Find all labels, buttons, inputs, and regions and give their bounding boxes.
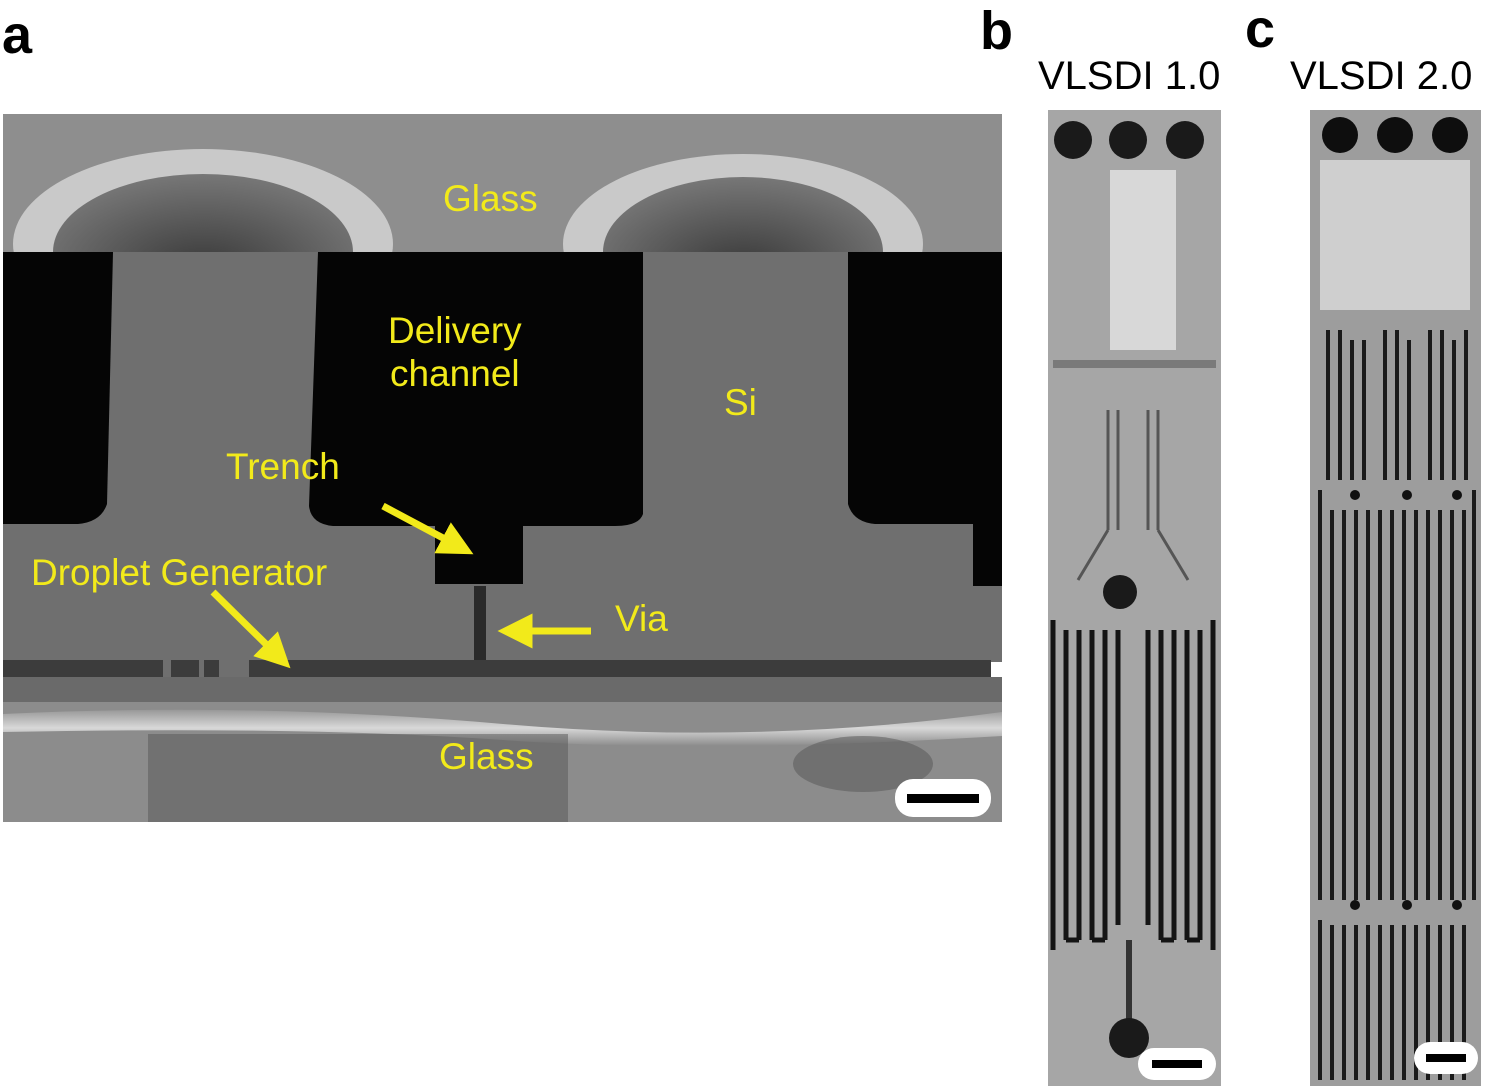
scale-bar-a [895, 779, 991, 817]
scale-bar-c [1414, 1042, 1478, 1074]
panel-c-title: VLSDI 2.0 [1290, 54, 1473, 98]
label-delivery-channel: Delivery channel [388, 310, 522, 394]
annotation-arrows [210, 502, 591, 669]
panel-b-title: VLSDI 1.0 [1038, 54, 1221, 98]
label-glass-top: Glass [443, 178, 538, 219]
panel-label-b: b [980, 1, 1013, 61]
label-si: Si [724, 382, 757, 423]
panel-label-a: a [2, 5, 33, 65]
scale-bar-b [1138, 1048, 1216, 1080]
panel-label-c: c [1245, 0, 1276, 59]
vlsdi-1-device-image [1048, 110, 1221, 1086]
label-via: Via [615, 598, 668, 639]
vlsdi-2-device-image [1310, 110, 1481, 1086]
sem-cross-section-image: Glass Delivery channel Si Trench Droplet… [3, 114, 1002, 822]
label-droplet-generator: Droplet Generator [31, 552, 328, 593]
label-glass-bottom: Glass [439, 736, 534, 777]
label-trench: Trench [226, 446, 340, 487]
